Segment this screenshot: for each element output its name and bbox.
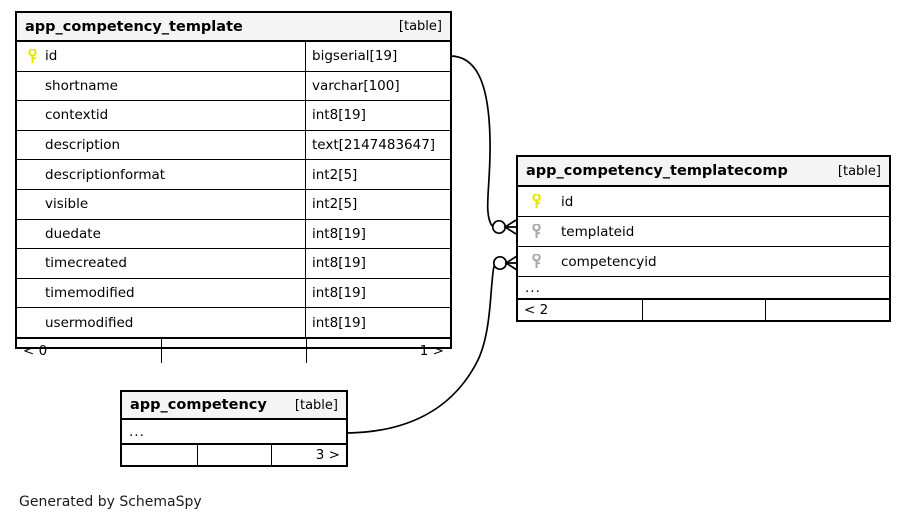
- column-name: competencyid: [561, 253, 657, 270]
- relationship-endpoint-circle-templateid: [491, 219, 507, 235]
- footer-parents-count[interactable]: < 2: [524, 302, 549, 318]
- column-name-cell: description: [17, 131, 305, 160]
- column-name-cell: visible: [17, 190, 305, 219]
- more-columns-indicator: ...: [122, 420, 346, 444]
- column-row-id[interactable]: id bigserial[19]: [17, 42, 450, 72]
- column-name-cell: duedate: [17, 220, 305, 249]
- table-header[interactable]: app_competency [table]: [122, 392, 346, 420]
- column-row-duedate[interactable]: duedate int8[19]: [17, 219, 450, 250]
- column-type: int8[19]: [305, 219, 450, 249]
- column-name: timecreated: [45, 255, 127, 272]
- table-app_competency[interactable]: app_competency [table] ... 3 >: [120, 390, 348, 467]
- column-name: descriptionformat: [45, 166, 166, 183]
- crowsfoot-templateid: [503, 219, 517, 235]
- column-name: id: [561, 193, 574, 210]
- relationship-endpoint-circle-competencyid: [492, 255, 508, 271]
- column-name-cell: templateid: [518, 217, 634, 246]
- table-footer: < 2: [518, 299, 889, 320]
- column-row-templateid[interactable]: templateid: [518, 217, 889, 247]
- relationship-line-templateid: [449, 55, 493, 227]
- footer-children-count: [765, 300, 889, 320]
- generated-by-caption: Generated by SchemaSpy: [19, 494, 202, 510]
- column-row-competencyid[interactable]: competencyid: [518, 247, 889, 277]
- column-name: timemodified: [45, 285, 135, 302]
- footer-middle-cell: [196, 445, 272, 465]
- column-name: duedate: [45, 225, 101, 242]
- column-row-id[interactable]: id: [518, 187, 889, 217]
- column-row-timemodified[interactable]: timemodified int8[19]: [17, 278, 450, 309]
- column-name-cell: contextid: [17, 101, 305, 130]
- column-name-cell: usermodified: [17, 308, 305, 337]
- column-name: visible: [45, 196, 89, 213]
- foreign-key-icon: [525, 254, 547, 269]
- column-type: int8[19]: [305, 101, 450, 130]
- column-row-usermodified[interactable]: usermodified int8[19]: [17, 308, 450, 338]
- more-columns-indicator: ...: [518, 277, 889, 299]
- relationship-line-competencyid: [347, 265, 495, 434]
- column-name: id: [45, 48, 58, 65]
- column-name: description: [45, 137, 121, 154]
- column-type: varchar[100]: [305, 71, 450, 101]
- column-name: shortname: [45, 77, 118, 94]
- column-type: int8[19]: [305, 278, 450, 308]
- footer-children-count[interactable]: 3 >: [271, 445, 346, 465]
- column-name-cell: shortname: [17, 72, 305, 101]
- table-app_competency_template[interactable]: app_competency_template [table] id bigse…: [15, 11, 452, 363]
- footer-parents-count: [122, 445, 197, 465]
- column-name-cell: descriptionformat: [17, 160, 305, 189]
- footer-middle-cell: [161, 338, 305, 363]
- table-header[interactable]: app_competency_template [table]: [17, 13, 450, 42]
- column-type: text[2147483647]: [305, 130, 450, 160]
- column-name: usermodified: [45, 314, 134, 331]
- column-row-visible[interactable]: visible int2[5]: [17, 189, 450, 220]
- table-title: app_competency_template: [25, 18, 243, 35]
- table-type-tag: [table]: [294, 397, 338, 413]
- column-name-cell: id: [518, 187, 573, 216]
- table-header[interactable]: app_competency_templatecomp [table]: [518, 157, 889, 187]
- column-row-description[interactable]: description text[2147483647]: [17, 130, 450, 161]
- table-footer: 3 >: [122, 444, 346, 465]
- column-name-cell: timecreated: [17, 249, 305, 278]
- footer-parents-count[interactable]: < 0: [23, 342, 48, 359]
- primary-key-icon: [525, 194, 547, 209]
- column-row-timecreated[interactable]: timecreated int8[19]: [17, 249, 450, 279]
- column-type: int8[19]: [305, 249, 450, 278]
- column-name-cell: timemodified: [17, 279, 305, 308]
- table-title: app_competency_templatecomp: [526, 163, 788, 179]
- table-type-tag: [table]: [398, 19, 442, 34]
- footer-children-count[interactable]: 1 >: [305, 338, 450, 363]
- column-name: templateid: [561, 223, 635, 240]
- column-name: contextid: [45, 107, 109, 124]
- column-type: bigserial[19]: [305, 42, 450, 71]
- table-footer: < 0 1 >: [17, 337, 450, 363]
- table-app_competency_templatecomp[interactable]: app_competency_templatecomp [table] id: [516, 155, 891, 322]
- column-row-contextid[interactable]: contextid int8[19]: [17, 101, 450, 131]
- primary-key-icon: [24, 48, 41, 64]
- column-type: int2[5]: [305, 160, 450, 189]
- column-type: int8[19]: [305, 308, 450, 337]
- column-type: int2[5]: [305, 189, 450, 219]
- crowsfoot-competencyid: [504, 255, 518, 271]
- footer-middle-cell: [641, 300, 766, 320]
- table-title: app_competency: [130, 397, 267, 413]
- column-name-cell: competencyid: [518, 247, 657, 276]
- column-row-descriptionformat[interactable]: descriptionformat int2[5]: [17, 160, 450, 190]
- column-name-cell: id: [17, 42, 305, 71]
- foreign-key-icon: [525, 224, 547, 239]
- column-row-shortname[interactable]: shortname varchar[100]: [17, 71, 450, 102]
- table-type-tag: [table]: [837, 163, 881, 179]
